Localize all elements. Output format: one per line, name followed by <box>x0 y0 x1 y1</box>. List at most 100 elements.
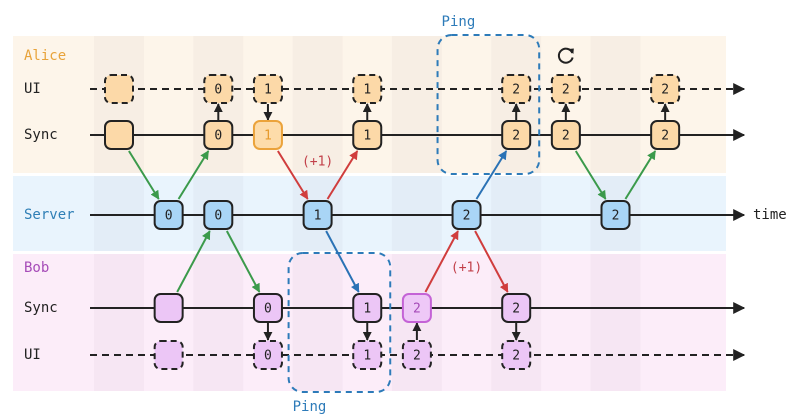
state-node-alice-sync: 2 <box>501 120 532 150</box>
node-value: 1 <box>314 209 322 224</box>
ping-box-alice <box>436 34 541 175</box>
ping-box-bob <box>287 252 392 393</box>
state-node-alice-sync: 1 <box>352 120 383 150</box>
state-node-bob-sync <box>153 293 184 323</box>
timelines <box>90 83 746 361</box>
node-value: 1 <box>264 129 272 144</box>
time-axis-label: time <box>753 207 787 223</box>
state-node-server-main: 2 <box>600 200 631 230</box>
ping-label-bob: Ping <box>293 399 327 415</box>
message-arrow-blue-server-to-alice <box>475 150 508 200</box>
lane-name-bob: Bob <box>24 260 49 276</box>
message-arrow-green-server-to-bob <box>225 230 261 293</box>
node-box <box>352 340 383 370</box>
node-box <box>153 293 184 323</box>
refresh-icon <box>557 47 574 64</box>
node-box <box>153 340 184 370</box>
time-column-stripe <box>94 176 144 251</box>
node-box <box>252 74 283 104</box>
state-node-server-main: 1 <box>302 200 333 230</box>
message-arrow-red-server-to-alice <box>326 150 359 200</box>
message-arrow-red-server-to-bob <box>474 230 509 293</box>
node-value: 2 <box>661 83 669 98</box>
node-value: 0 <box>165 209 173 224</box>
lane-name-server: Server <box>24 207 75 223</box>
state-node-bob-ui: 2 <box>401 340 432 370</box>
state-node-alice-ui: 0 <box>203 74 234 104</box>
node-value: 1 <box>264 83 272 98</box>
state-node-alice-ui: 1 <box>252 74 283 104</box>
time-column-stripe <box>292 36 343 173</box>
node-box <box>153 200 184 230</box>
node-box <box>203 120 234 150</box>
state-node-bob-ui: 1 <box>352 340 383 370</box>
message-arrow-green-alice-to-server <box>574 150 607 200</box>
node-box <box>550 120 581 150</box>
state-node-alice-ui: 1 <box>352 74 383 104</box>
node-value: 2 <box>562 129 570 144</box>
node-value: 2 <box>562 83 570 98</box>
node-box <box>352 74 383 104</box>
node-box <box>252 120 283 150</box>
node-value: 2 <box>612 209 620 224</box>
node-value: 0 <box>264 302 272 317</box>
row-label-bob-sync: Sync <box>24 300 58 316</box>
state-node-bob-ui: 0 <box>252 340 283 370</box>
state-node-server-main: 0 <box>153 200 184 230</box>
state-node-server-main: 2 <box>451 200 482 230</box>
state-node-alice-sync: 1 <box>252 120 283 150</box>
state-node-alice-ui <box>104 74 134 104</box>
message-arrow-green-server-to-alice <box>177 150 210 200</box>
state-node-alice-ui: 2 <box>501 74 532 104</box>
state-node-alice-sync <box>104 120 134 150</box>
state-node-bob-sync: 1 <box>352 293 383 323</box>
state-node-alice-sync: 0 <box>203 120 234 150</box>
node-box <box>451 200 482 230</box>
increment-label: (+1) <box>302 155 333 170</box>
node-box <box>501 340 532 370</box>
message-arrow-green-alice-to-server <box>128 150 160 200</box>
row-label-bob-ui: UI <box>24 347 41 363</box>
node-box <box>401 293 432 323</box>
node-value: 1 <box>363 349 371 364</box>
node-box <box>501 293 532 323</box>
state-node-server-main: 0 <box>203 200 234 230</box>
node-value: 2 <box>512 83 520 98</box>
ping-label-alice: Ping <box>442 14 476 30</box>
node-box <box>550 74 581 104</box>
state-node-alice-ui: 2 <box>550 74 581 104</box>
node-box <box>501 74 532 104</box>
state-node-alice-sync: 2 <box>650 120 681 150</box>
node-value: 2 <box>512 129 520 144</box>
time-column-stripe <box>590 36 641 173</box>
message-edges <box>128 103 670 341</box>
state-node-bob-ui <box>153 340 184 370</box>
node-box <box>650 120 681 150</box>
state-node-alice-ui: 2 <box>650 74 681 104</box>
row-label-alice-sync: Sync <box>24 127 58 143</box>
time-column-stripe <box>590 254 641 391</box>
time-column-stripe <box>491 176 542 251</box>
node-box <box>352 120 383 150</box>
node-value: 0 <box>264 349 272 364</box>
time-column-stripe <box>391 36 442 173</box>
increment-label: (+1) <box>451 261 482 276</box>
labels: AliceUISyncServerBobSyncUItimePingPing(+… <box>24 14 787 415</box>
node-box <box>203 74 234 104</box>
time-column-stripe <box>94 36 144 173</box>
message-arrow-green-server-to-alice <box>624 150 657 200</box>
node-box <box>352 293 383 323</box>
state-node-bob-sync: 2 <box>401 293 432 323</box>
lane-bands <box>13 36 726 391</box>
node-value: 2 <box>512 349 520 364</box>
message-arrow-red-bob-to-server <box>424 230 459 293</box>
node-value: 2 <box>463 209 471 224</box>
node-value: 2 <box>512 302 520 317</box>
state-node-alice-sync: 2 <box>550 120 581 150</box>
node-value: 1 <box>363 83 371 98</box>
time-column-stripe <box>391 176 442 251</box>
node-value: 0 <box>214 83 222 98</box>
node-box <box>401 340 432 370</box>
node-value: 2 <box>413 302 421 317</box>
